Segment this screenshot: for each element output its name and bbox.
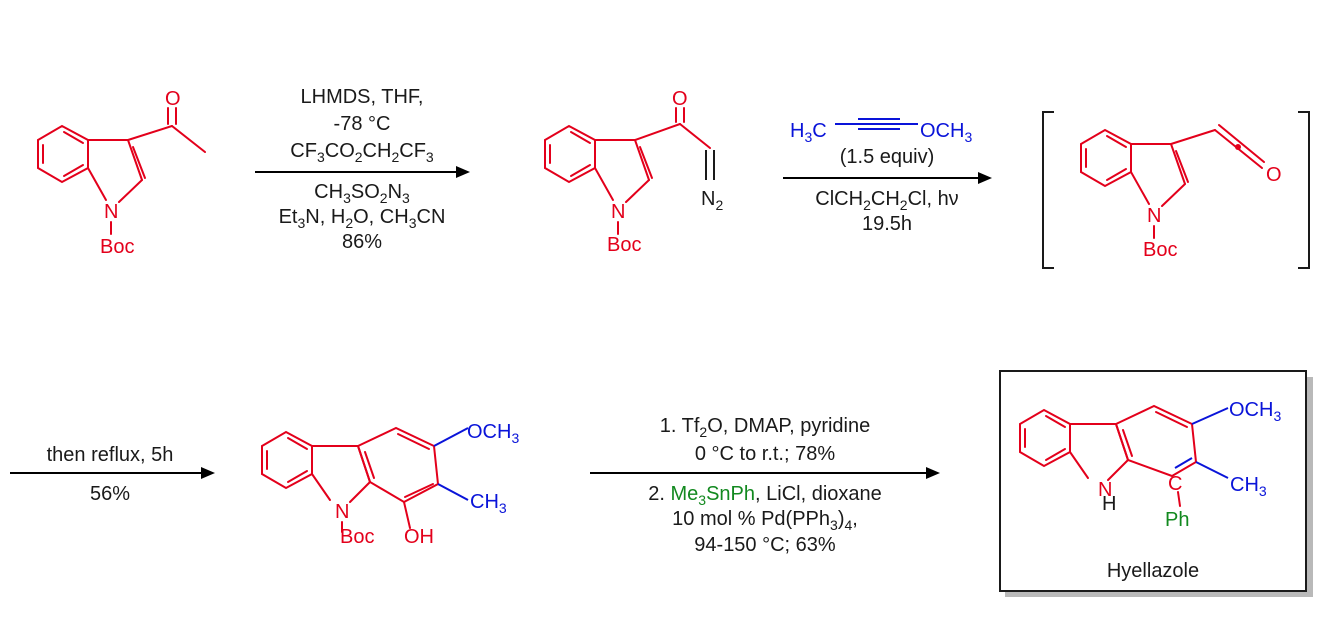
molecule-ketene: N O Boc <box>1080 124 1282 261</box>
atom-n2: N2 <box>701 188 723 213</box>
atom-o-2: O <box>672 88 688 110</box>
step1-line1: LHMDS, THF, <box>301 86 424 108</box>
atom-n-4: N <box>335 501 349 523</box>
molecule-diazoketone: N O Boc N2 <box>544 88 723 256</box>
bracket-right <box>1298 111 1310 269</box>
reagents-step4: 1. Tf2O, DMAP, pyridine 0 °C to r.t.; 78… <box>648 415 882 556</box>
step2-equiv: (1.5 equiv) <box>840 146 935 168</box>
atom-och3-4: OCH3 <box>467 421 519 446</box>
molecule-hyellazole: N H C Ph OCH3 CH3 Hyellazole <box>1019 399 1281 582</box>
step3-above: then reflux, 5h <box>47 444 174 466</box>
step2-conditions: ClCH2CH2Cl, hν <box>815 188 958 213</box>
step2-time: 19.5h <box>862 213 912 235</box>
step4-line3: 2. Me3SnPh, LiCl, dioxane <box>648 483 882 508</box>
step1-line2: -78 °C <box>334 113 391 135</box>
step3-below: 56% <box>90 483 130 505</box>
atom-boc-4: Boc <box>340 526 374 548</box>
atom-o-1: O <box>165 88 181 110</box>
step4-line4: 10 mol % Pd(PPh3)4, <box>672 508 858 533</box>
atom-boc-1: Boc <box>100 236 134 258</box>
step4-line5: 94-150 °C; 63% <box>694 534 836 556</box>
reagents-step3: then reflux, 5h 56% <box>47 444 174 505</box>
reagents-step2: (1.5 equiv) ClCH2CH2Cl, hν 19.5h <box>815 146 958 235</box>
arrow-step2 <box>783 172 992 184</box>
atom-c-5: C <box>1168 473 1182 495</box>
atom-n-2: N <box>611 201 625 223</box>
arrow-step3 <box>10 467 215 479</box>
alkyne-reagent: H3C OCH3 <box>790 118 972 145</box>
atom-n-1: N <box>104 201 118 223</box>
arrow-step1 <box>255 166 470 178</box>
bracket-left <box>1042 111 1054 269</box>
step1-line4: CH3SO2N3 <box>314 181 410 206</box>
arrow-step4 <box>590 467 940 479</box>
atom-boc-2: Boc <box>607 234 641 256</box>
atom-oh-4: OH <box>404 526 434 548</box>
reagents-step1: LHMDS, THF, -78 °C CF3CO2CH2CF3 CH3SO2N3… <box>279 86 446 253</box>
product-name: Hyellazole <box>1107 560 1199 582</box>
reagent-me3snph: Me3SnPh <box>670 483 755 508</box>
product-box <box>999 370 1313 597</box>
atom-ch3-4: CH3 <box>470 491 507 516</box>
step4-line2: 0 °C to r.t.; 78% <box>695 443 836 465</box>
molecule-carbazole-boc: N OCH3 CH3 Boc OH <box>261 421 519 548</box>
molecule-acetylindole: N O Boc <box>37 88 206 258</box>
step4-line1: 1. Tf2O, DMAP, pyridine <box>660 415 870 440</box>
step1-line6: 86% <box>342 231 382 253</box>
atom-n-3: N <box>1147 205 1161 227</box>
atom-o-3: O <box>1266 164 1282 186</box>
atom-boc-3: Boc <box>1143 239 1177 261</box>
step1-line5: Et3N, H2O, CH3CN <box>279 206 446 231</box>
alkyne-right: OCH3 <box>920 120 972 145</box>
step1-line3: CF3CO2CH2CF3 <box>290 140 434 165</box>
alkyne-left: H3C <box>790 120 827 145</box>
atom-ph-5: Ph <box>1165 509 1189 531</box>
atom-n-5: N <box>1098 479 1112 501</box>
atom-och3-5: OCH3 <box>1229 399 1281 424</box>
atom-h-5: H <box>1102 493 1116 515</box>
